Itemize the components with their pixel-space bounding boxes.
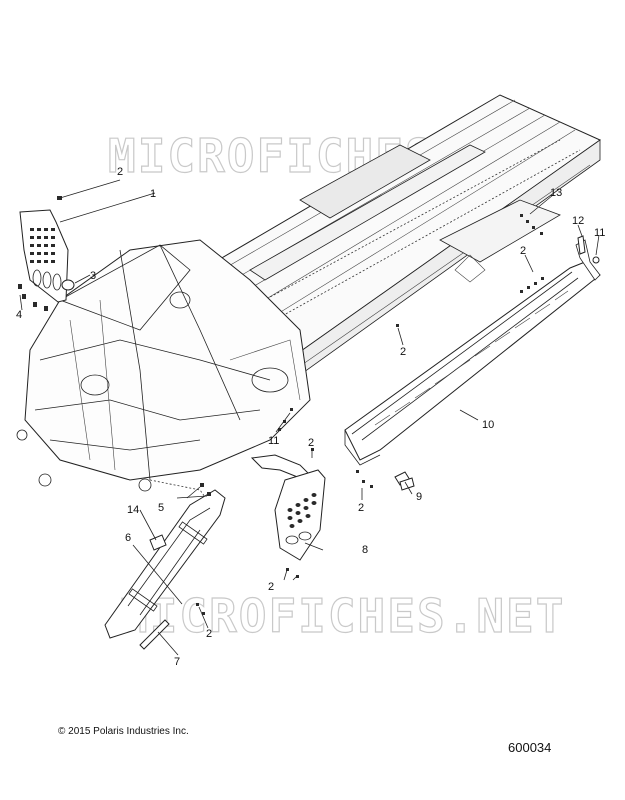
callout-2: 2 bbox=[520, 245, 526, 257]
copyright-notice: © 2015 Polaris Industries Inc. bbox=[58, 726, 189, 737]
part-12-bracket bbox=[577, 235, 586, 255]
part-3-grommet bbox=[61, 279, 75, 291]
callout-13: 13 bbox=[550, 187, 562, 199]
callout-6: 6 bbox=[125, 532, 131, 544]
callout-2: 2 bbox=[400, 346, 406, 358]
callout-2: 2 bbox=[206, 628, 212, 640]
watermark-bottom: MICROFICHES.NET bbox=[120, 589, 565, 643]
part-7-rod bbox=[139, 619, 170, 650]
left-fasteners bbox=[18, 196, 62, 311]
part-6-running-board bbox=[104, 489, 226, 639]
callout-11: 11 bbox=[594, 227, 605, 239]
callout-2: 2 bbox=[117, 166, 123, 178]
callout-5: 5 bbox=[158, 502, 164, 514]
callout-10: 10 bbox=[482, 419, 494, 431]
callout-11: 11 bbox=[268, 435, 279, 447]
callout-7: 7 bbox=[174, 656, 180, 668]
part-1-front-panel bbox=[19, 209, 69, 303]
leader-lines bbox=[19, 179, 600, 656]
callout-14: 14 bbox=[127, 504, 139, 516]
callout-1: 1 bbox=[150, 188, 156, 200]
callout-2: 2 bbox=[358, 502, 364, 514]
callout-4: 4 bbox=[16, 309, 22, 321]
callout-2: 2 bbox=[268, 581, 274, 593]
callout-8: 8 bbox=[362, 544, 368, 556]
part-11-fastener-right bbox=[592, 256, 600, 264]
figure-number: 600034 bbox=[508, 740, 552, 755]
callout-2: 2 bbox=[308, 437, 314, 449]
part-9-clips bbox=[394, 471, 415, 491]
callout-9: 9 bbox=[416, 491, 422, 503]
callout-labels: 1 2 3 4 13 12 11 2 2 10 11 2 9 2 5 14 6 … bbox=[16, 166, 605, 668]
front-frame bbox=[16, 239, 311, 498]
part-8-panel bbox=[250, 454, 326, 561]
callout-3: 3 bbox=[90, 270, 96, 282]
small-fasteners bbox=[196, 214, 543, 615]
callout-12: 12 bbox=[572, 215, 584, 227]
part-10-running-board bbox=[344, 239, 601, 466]
